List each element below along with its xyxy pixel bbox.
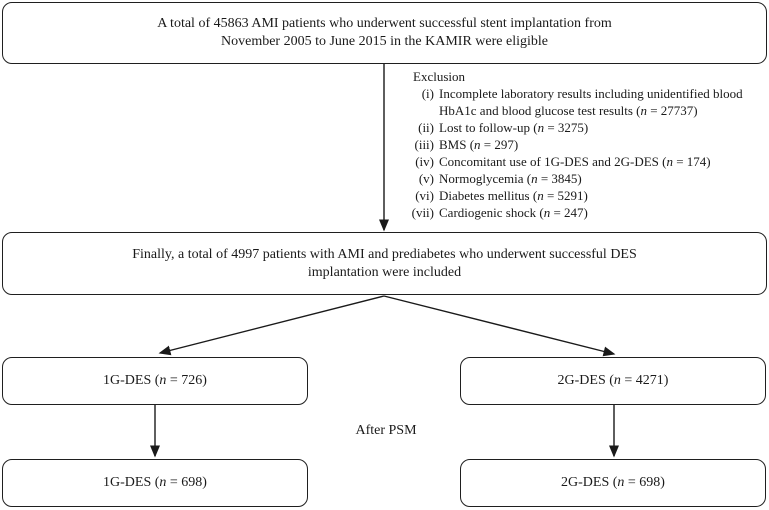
exclusion-item-label: (iii) xyxy=(414,137,435,152)
exclusion-item-label: (i) xyxy=(421,86,434,101)
group-2g-des-before-psm-box: 2G-DES (n = 4271) xyxy=(460,357,766,405)
exclusion-item-text: Cardiogenic shock (n = 247) xyxy=(439,205,588,220)
exclusion-item-text: BMS (n = 297) xyxy=(439,137,519,152)
arrow-included-to-1g xyxy=(158,295,385,356)
exclusion-item-text: Diabetes mellitus (n = 5291) xyxy=(439,188,588,203)
exclusion-title: Exclusion xyxy=(413,69,465,84)
included-box-line2: implantation were included xyxy=(307,264,462,280)
exclusion-item-label: (vii) xyxy=(411,205,434,220)
exclusion-item-text: Concomitant use of 1G-DES and 2G-DES (n … xyxy=(439,154,711,169)
group-1g-des-before-psm-label: 1G-DES (n = 726) xyxy=(103,373,207,388)
exclusion-item-label: (vi) xyxy=(415,188,434,203)
eligible-box-line2: November 2005 to June 2015 in the KAMIR … xyxy=(221,34,548,49)
exclusion-list: (i) Incomplete laboratory results includ… xyxy=(396,85,760,221)
exclusion-item-text: Normoglycemia (n = 3845) xyxy=(439,171,582,186)
included-box: Finally, a total of 4997 patients with A… xyxy=(2,232,767,295)
after-psm-label: After PSM xyxy=(355,423,417,438)
exclusion-item-text: Lost to follow-up (n = 3275) xyxy=(439,120,589,135)
exclusion-item-text: Incomplete laboratory results including … xyxy=(439,86,743,118)
group-2g-des-after-psm-label: 2G-DES (n = 698) xyxy=(561,475,665,490)
exclusion-item-label: (ii) xyxy=(418,120,434,135)
group-1g-des-after-psm-box: 1G-DES (n = 698) xyxy=(2,459,308,507)
exclusion-item-label: (iv) xyxy=(415,154,434,169)
group-1g-des-after-psm-label: 1G-DES (n = 698) xyxy=(103,475,207,490)
exclusion-block: Exclusion (i) Incomplete laboratory resu… xyxy=(396,68,760,221)
group-2g-des-after-psm-box: 2G-DES (n = 698) xyxy=(460,459,766,507)
group-1g-des-before-psm-box: 1G-DES (n = 726) xyxy=(2,357,308,405)
included-box-line1: Finally, a total of 4997 patients with A… xyxy=(132,246,637,262)
group-2g-des-before-psm-label: 2G-DES (n = 4271) xyxy=(557,373,669,388)
arrow-included-to-2g xyxy=(383,295,616,357)
exclusion-item-label: (v) xyxy=(418,171,434,186)
eligible-box-line1: A total of 45863 AMI patients who underw… xyxy=(157,16,612,31)
eligible-box: A total of 45863 AMI patients who underw… xyxy=(2,2,767,64)
